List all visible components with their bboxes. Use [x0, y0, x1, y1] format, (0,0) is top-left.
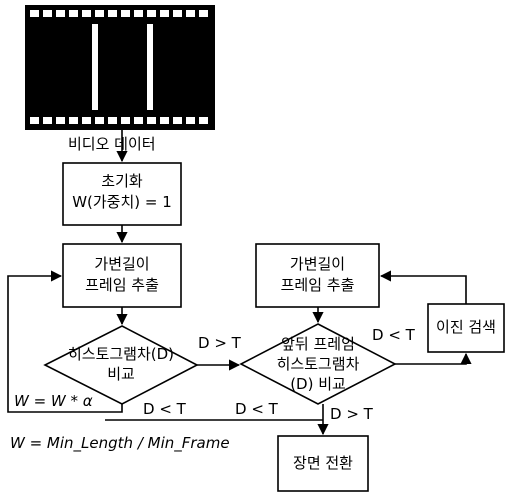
compare-left-line2: 비교 — [45, 364, 197, 384]
init-text: 초기화 W(가중치) = 1 — [63, 171, 181, 213]
binary-search-text: 이진 검색 — [428, 317, 504, 338]
edge-label-left-to-right: D > T — [198, 334, 241, 352]
video-data-label: 비디오 데이터 — [68, 135, 156, 153]
edge-label-right-to-search: D < T — [372, 326, 415, 344]
edge-label-right-to-scene: D > T — [330, 405, 373, 423]
scene-change-text: 장면 전환 — [278, 453, 368, 474]
compare-right-line3: (D) 비교 — [241, 374, 395, 394]
compare-right-line2: 히스토그램차 — [241, 354, 395, 374]
compare-left-text: 히스토그램차(D) 비교 — [45, 344, 197, 384]
compare-left-line1: 히스토그램차(D) — [45, 344, 197, 364]
variable-frame-right-line2: 프레임 추출 — [256, 275, 379, 296]
arrow-right-to-search — [395, 354, 466, 364]
arrow-search-to-variable — [381, 276, 466, 304]
variable-frame-left-line2: 프레임 추출 — [63, 275, 181, 296]
formula-w: W = Min_Length / Min_Frame — [10, 434, 230, 452]
init-line2: W(가중치) = 1 — [63, 192, 181, 213]
variable-frame-right-text: 가변길이 프레임 추출 — [256, 254, 379, 296]
init-line1: 초기화 — [63, 171, 181, 192]
formula-update: W = W * α — [14, 392, 93, 410]
edge-label-left-down: D < T — [143, 400, 186, 418]
variable-frame-right-line1: 가변길이 — [256, 254, 379, 275]
film-strip-icon — [25, 5, 215, 130]
edge-label-right-down-a: D < T — [235, 400, 278, 418]
variable-frame-left-text: 가변길이 프레임 추출 — [63, 254, 181, 296]
variable-frame-left-line1: 가변길이 — [63, 254, 181, 275]
